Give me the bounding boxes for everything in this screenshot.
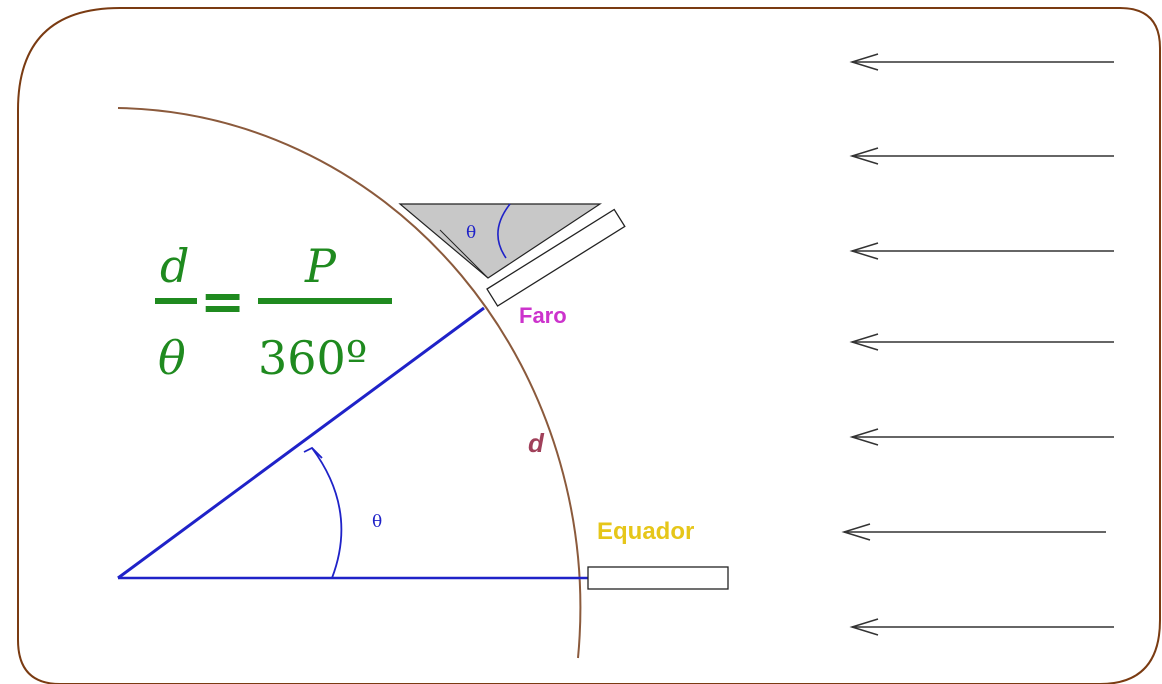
shadow-triangle [398,203,602,279]
left-arrow-icon [849,147,1114,165]
formula-denominator-right: 360º [258,331,367,385]
large-angle-arc [311,447,343,579]
left-arrow-icon [849,53,1114,71]
faro-label: Faro [519,303,567,328]
ray-to-faro [117,306,485,580]
large-theta-label: θ [372,512,382,532]
formula-numerator-right: P [304,239,337,293]
small-angle-arc [497,203,511,259]
left-arrow-icon [841,523,1106,541]
left-arrow-icon [849,428,1114,446]
sun-ray-line [439,229,489,279]
equador-label: Equador [597,518,694,545]
angle-arrowhead-icon [303,446,323,459]
formula-equals: = [200,269,245,333]
formula-numerator-left: d [160,239,189,293]
formula-bar-left [155,298,197,304]
left-arrow-icon [849,242,1114,260]
formula-bar-right [258,298,392,304]
equador-stick [587,566,729,590]
sun-arrows [841,53,1114,636]
faro-stick [486,208,626,307]
small-theta-label: θ [466,223,476,243]
formula-denominator-left: θ [158,331,186,385]
left-arrow-icon [849,333,1114,351]
arc-d-label: d [528,428,545,458]
earth-arc [117,107,582,659]
formula: d θ = P 360º [155,239,392,385]
left-arrow-icon [849,618,1114,636]
